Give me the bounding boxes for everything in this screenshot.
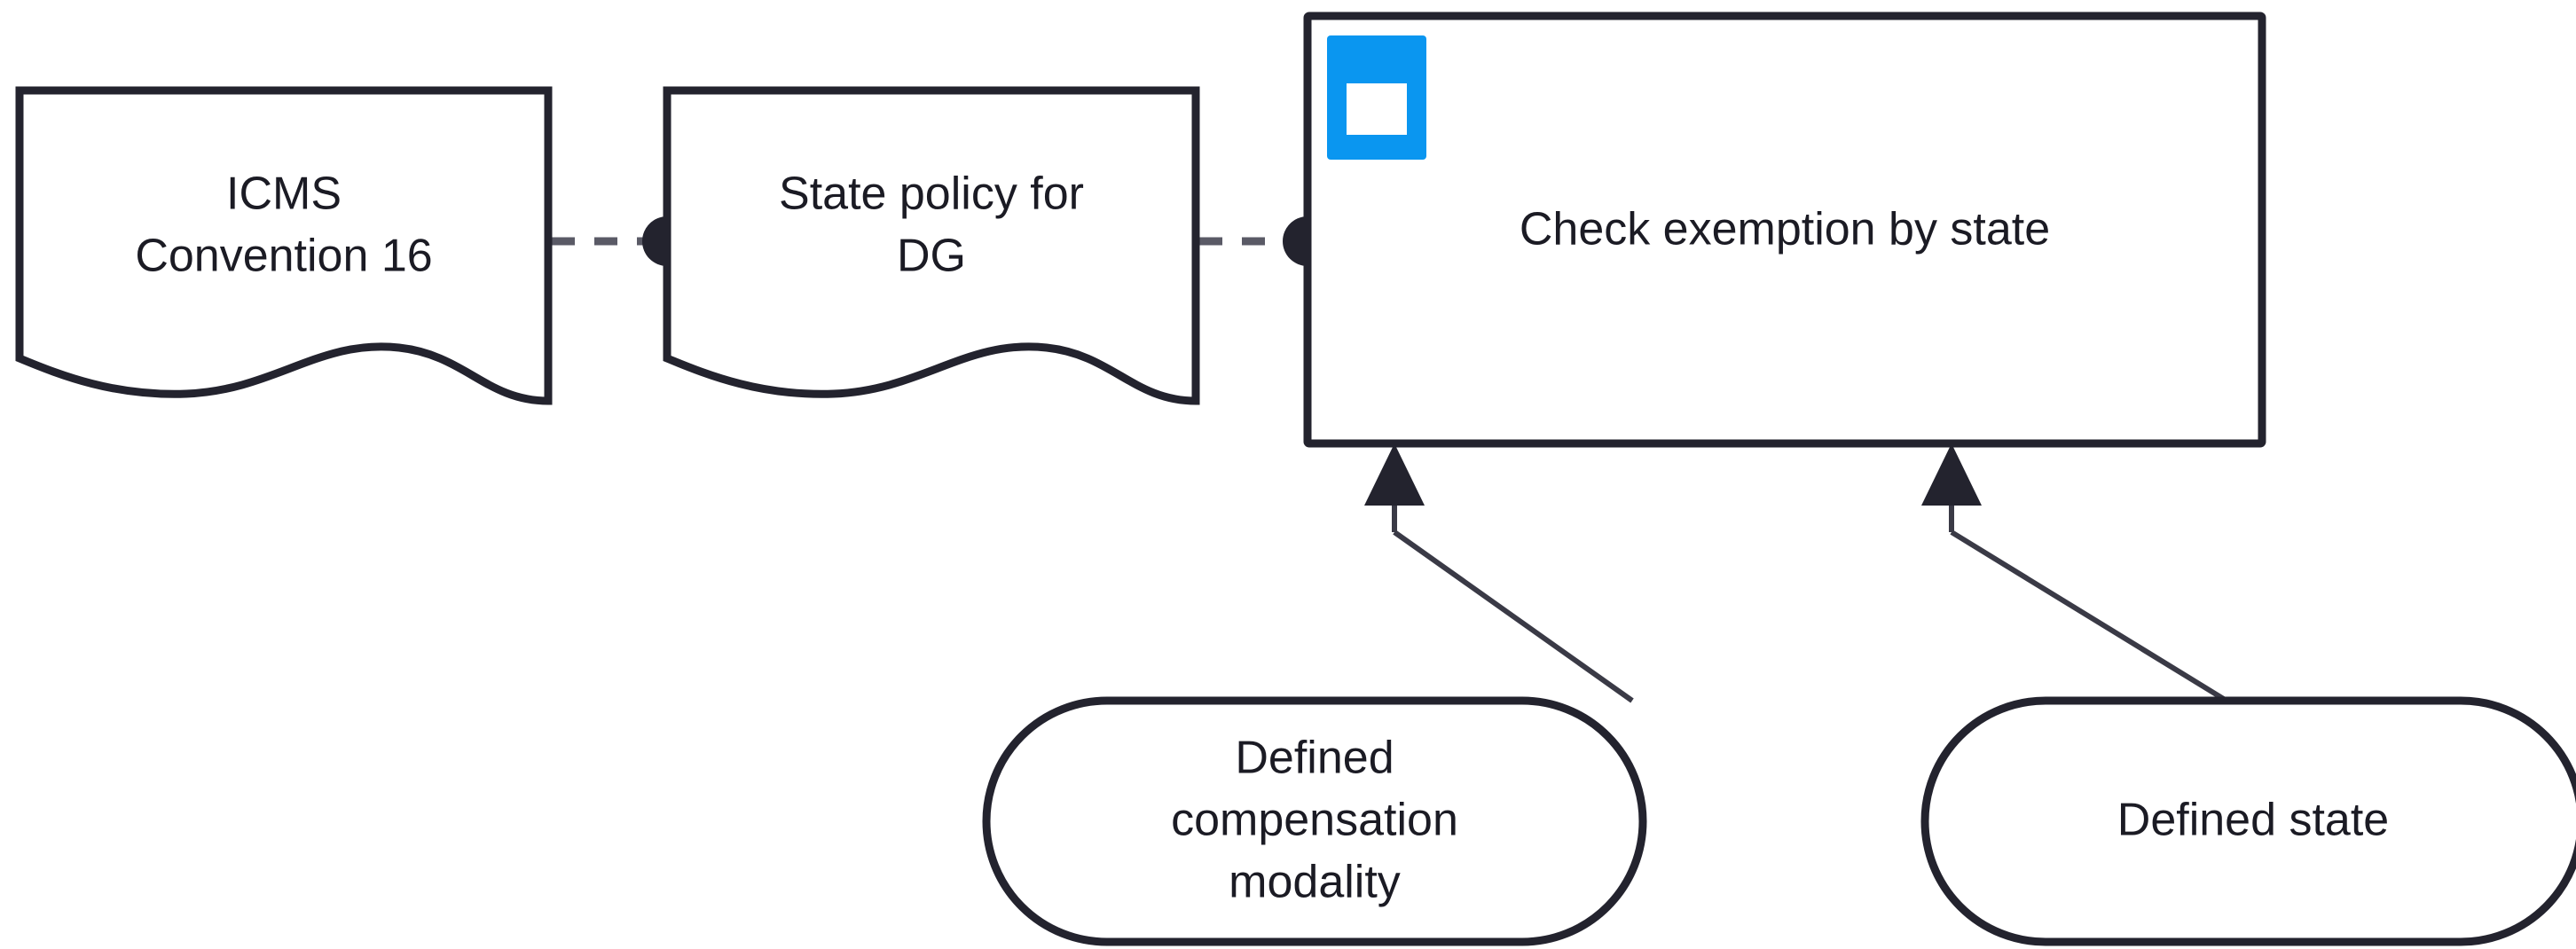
node-defined-compensation-modality[interactable]: Defined compensation modality bbox=[982, 696, 1647, 946]
icms-label-line-1: ICMS bbox=[226, 169, 342, 220]
business-rule-icon-header-row bbox=[1347, 62, 1407, 87]
defined-state-stadium-shape bbox=[1920, 696, 2576, 946]
state-policy-document-shape bbox=[663, 86, 1200, 405]
defined-compensation-label-line-1: Defined bbox=[1235, 733, 1394, 784]
flow-state-to-check[interactable] bbox=[1921, 443, 2228, 703]
flow-compensation-arrowhead bbox=[1364, 443, 1425, 506]
flow-state-diagonal bbox=[1950, 529, 2228, 703]
icms-document-shape bbox=[15, 86, 553, 405]
business-rule-icon-column-divider bbox=[1364, 85, 1370, 133]
defined-state-label: Defined state bbox=[2117, 795, 2389, 846]
defined-compensation-stadium-shape bbox=[982, 696, 1647, 946]
node-icms-convention-16[interactable]: ICMS Convention 16 bbox=[15, 86, 553, 405]
flow-state-arrowhead bbox=[1921, 443, 1982, 506]
node-state-policy-for-dg[interactable]: State policy for DG bbox=[663, 86, 1200, 405]
defined-compensation-label-line-3: modality bbox=[1229, 857, 1401, 908]
node-defined-state[interactable]: Defined state bbox=[1920, 696, 2576, 946]
state-policy-label-line-2: DG bbox=[897, 231, 966, 282]
node-check-exemption-by-state[interactable]: Check exemption by state bbox=[1303, 12, 2266, 448]
defined-compensation-label-line-2: compensation bbox=[1171, 795, 1458, 846]
flow-compensation-to-check[interactable] bbox=[1364, 443, 1634, 703]
check-exemption-task-shape bbox=[1303, 12, 2266, 448]
business-rule-task-icon bbox=[1327, 35, 1426, 160]
check-exemption-label: Check exemption by state bbox=[1520, 204, 2050, 255]
flow-compensation-diagonal bbox=[1393, 529, 1634, 703]
state-policy-label-line-1: State policy for bbox=[779, 169, 1084, 220]
icms-label-line-2: Convention 16 bbox=[135, 231, 432, 282]
business-rule-icon-rule-2 bbox=[1347, 108, 1407, 114]
business-rule-icon-rule-1 bbox=[1347, 83, 1407, 89]
